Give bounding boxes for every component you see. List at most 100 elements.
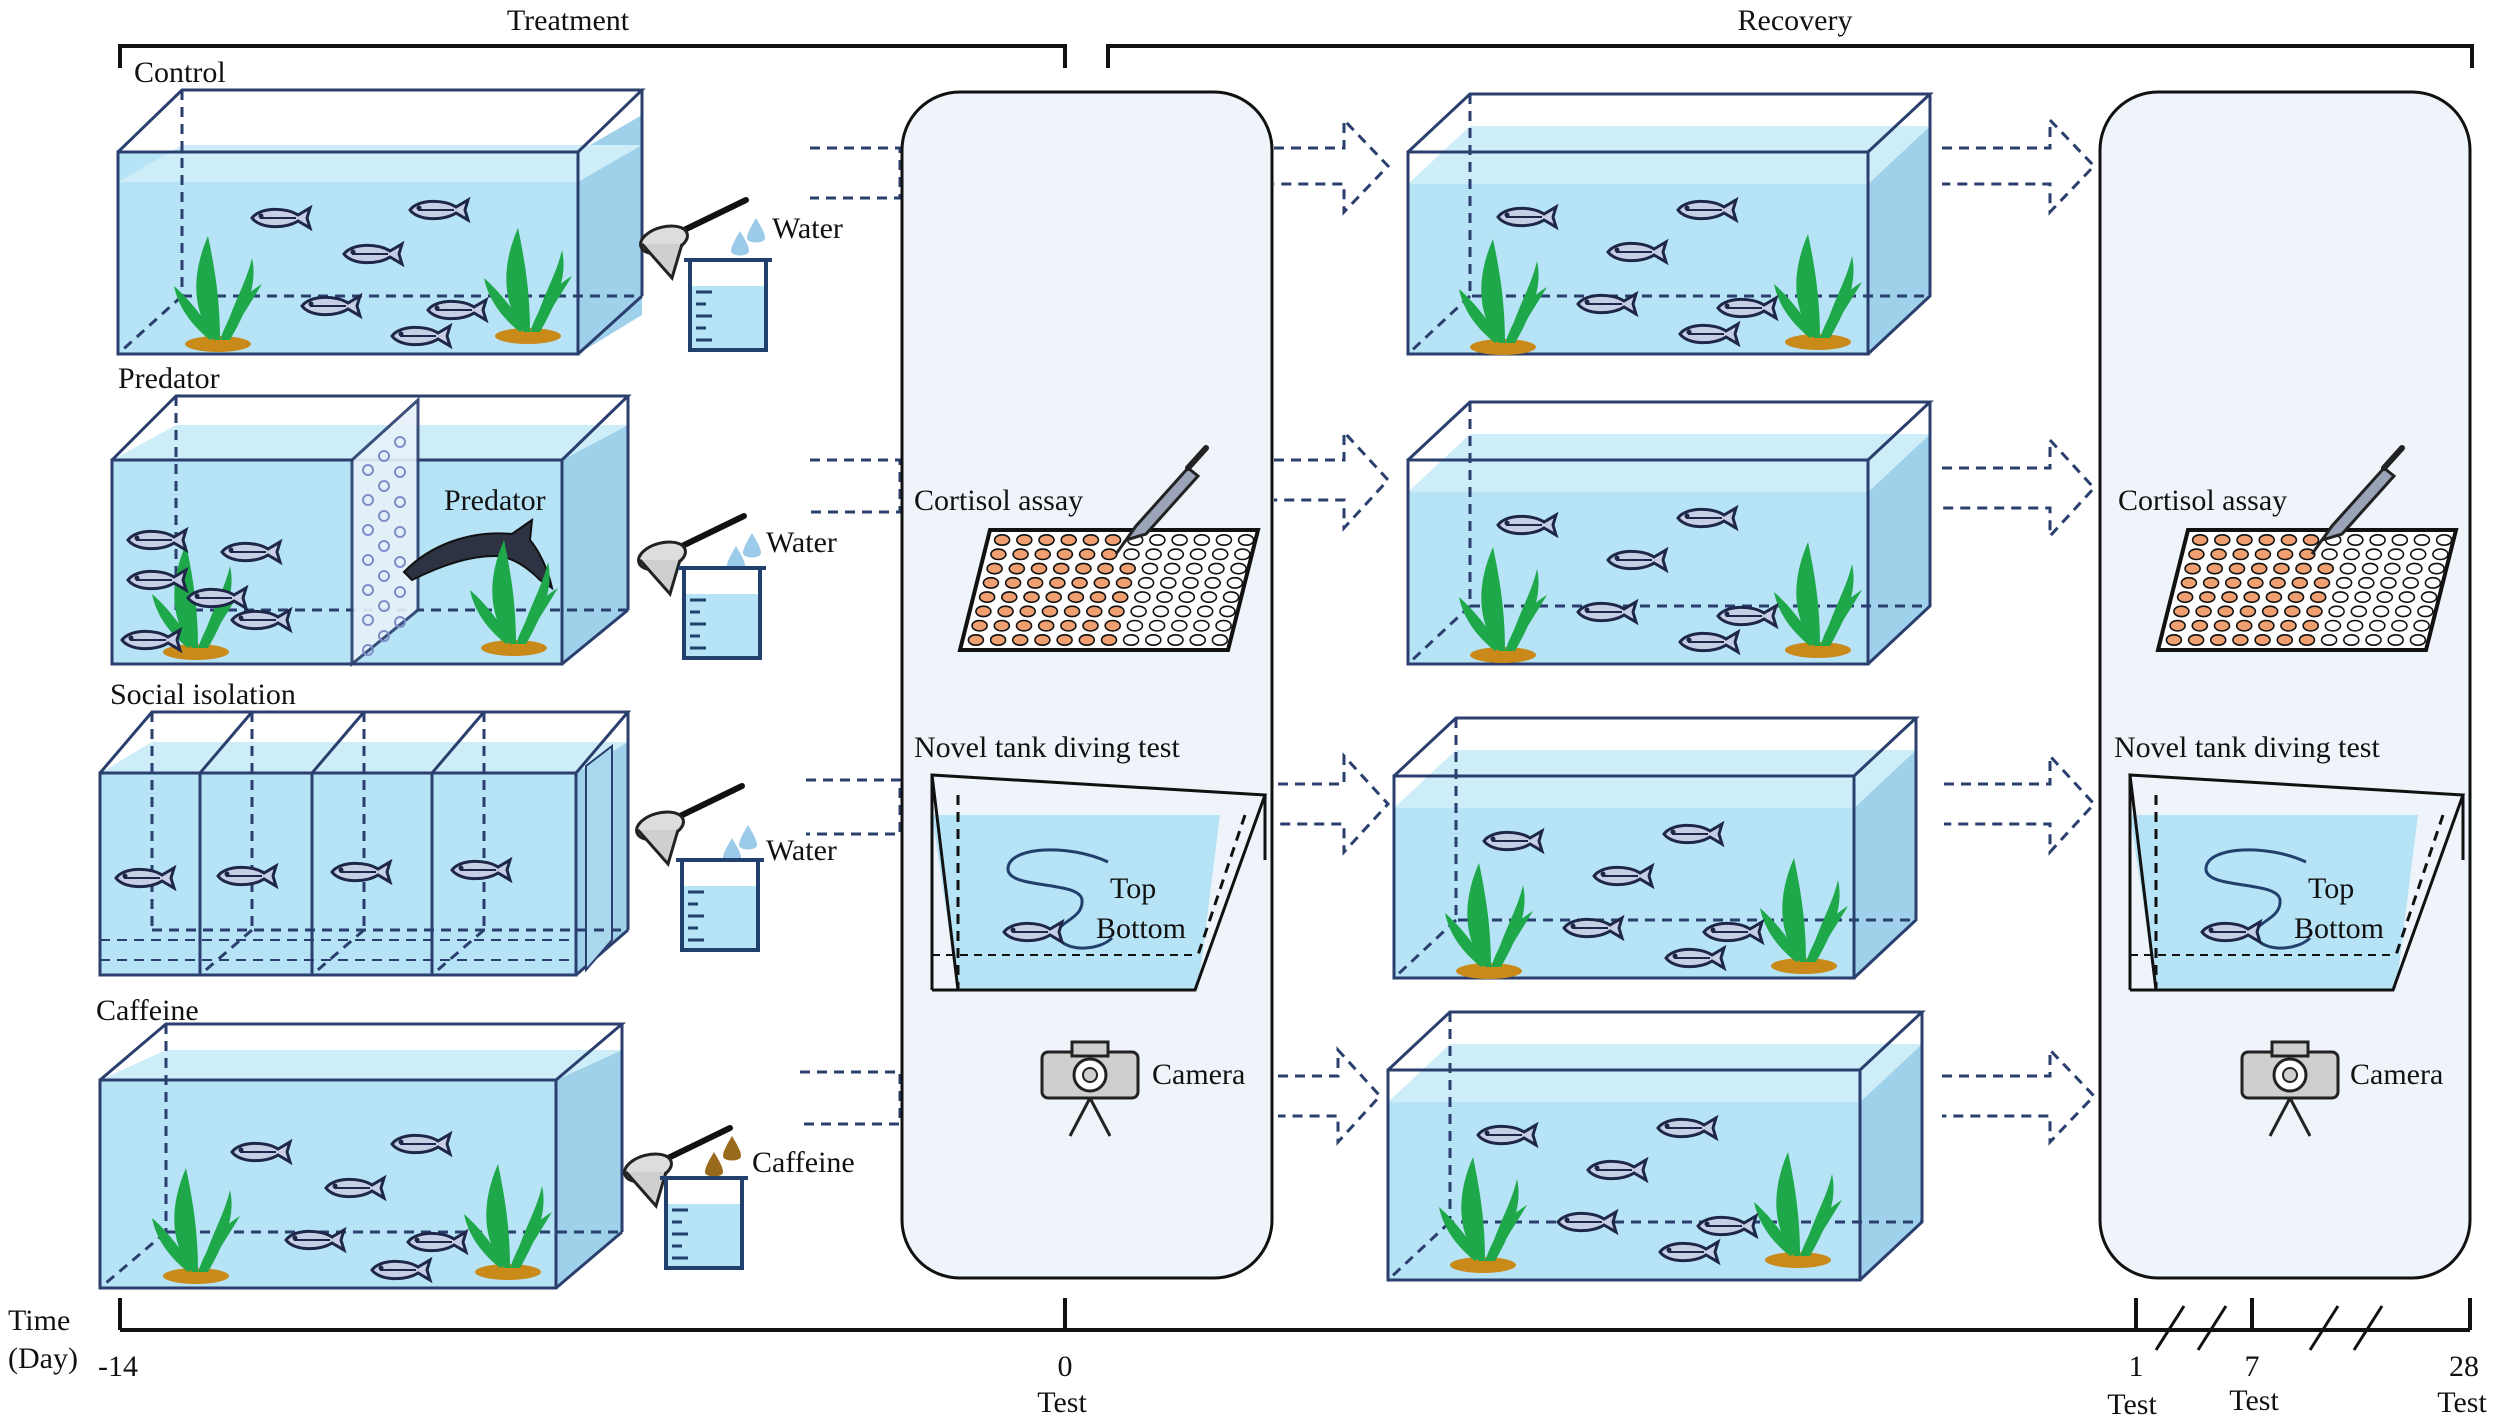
well-filled xyxy=(1104,619,1121,632)
well-filled xyxy=(2247,576,2264,589)
group-label-caffeine: Caffeine xyxy=(96,994,199,1027)
well-filled xyxy=(2239,605,2257,618)
liquid-label-caffeine: Caffeine xyxy=(752,1146,855,1179)
well-filled xyxy=(2298,633,2316,646)
recovery-tank-4 xyxy=(1386,1010,1926,1282)
recovery-tank-1 xyxy=(1406,92,1934,356)
well-filled xyxy=(2261,605,2279,618)
well-filled xyxy=(1071,576,1088,589)
well-empty xyxy=(1137,576,1155,589)
well-filled xyxy=(1052,562,1070,575)
well-filled xyxy=(2209,633,2227,646)
time-axis-label: Time xyxy=(8,1304,71,1337)
well-filled xyxy=(1078,633,1096,646)
well-filled xyxy=(2313,576,2331,589)
well-empty xyxy=(2376,591,2394,604)
well-filled xyxy=(2213,619,2231,632)
well-filled xyxy=(2276,548,2294,561)
well-empty xyxy=(1186,562,1203,575)
well-filled xyxy=(1075,562,1092,575)
well-empty xyxy=(2328,605,2345,618)
group-label-predator: Predator xyxy=(118,362,220,395)
well-filled xyxy=(2236,533,2253,546)
ntt-top-label-day0: Top xyxy=(1110,872,1157,905)
well-filled xyxy=(975,605,992,618)
well-filled xyxy=(2202,576,2220,589)
well-empty xyxy=(1149,533,1166,546)
recovery-bracket xyxy=(1106,44,2474,68)
well-empty xyxy=(2417,605,2434,618)
test-label-day7: Test xyxy=(2229,1384,2279,1417)
group-label-control: Control xyxy=(134,56,226,89)
day-label-1: 1 xyxy=(2128,1350,2144,1383)
well-filled xyxy=(967,633,985,646)
well-filled xyxy=(1086,605,1103,618)
well-filled xyxy=(1045,591,1062,604)
well-filled xyxy=(2302,619,2319,632)
well-filled xyxy=(1016,533,1033,546)
well-empty xyxy=(2391,619,2408,632)
well-empty xyxy=(1174,605,1192,618)
well-filled xyxy=(1023,591,1040,604)
assay-panel-day0 xyxy=(900,90,1274,1280)
ntt-top-label-day28: Top xyxy=(2308,872,2355,905)
well-empty xyxy=(2321,548,2338,561)
well-empty xyxy=(2435,533,2453,546)
well-filled xyxy=(1034,633,1051,646)
well-empty xyxy=(1160,576,1177,589)
well-empty xyxy=(1226,576,1244,589)
day-unit-label: (Day) xyxy=(8,1342,78,1375)
well-filled xyxy=(2309,591,2327,604)
well-filled xyxy=(2228,562,2246,575)
well-filled xyxy=(1034,548,1051,561)
well-filled xyxy=(1004,576,1022,589)
well-empty xyxy=(2339,562,2357,575)
test-label-day0: Test xyxy=(1037,1386,1087,1419)
tank-predator xyxy=(110,394,632,668)
well-empty xyxy=(1167,548,1185,561)
well-empty xyxy=(1189,548,1207,561)
well-empty xyxy=(1196,605,1214,618)
well-empty xyxy=(1126,619,1144,632)
well-empty xyxy=(2354,591,2371,604)
test-label-day1: Test xyxy=(2107,1388,2157,1421)
well-filled xyxy=(2295,562,2312,575)
tank-social-isolation xyxy=(98,710,632,977)
well-empty xyxy=(1178,591,1196,604)
water-drops-icon xyxy=(727,533,761,571)
well-filled xyxy=(1082,619,1099,632)
cortisol-assay-label-day28: Cortisol assay xyxy=(2118,484,2288,517)
well-empty xyxy=(1215,619,1232,632)
camera-label-day0: Camera xyxy=(1152,1058,1246,1091)
well-filled xyxy=(2265,591,2283,604)
well-filled xyxy=(2199,591,2216,604)
well-empty xyxy=(1148,619,1166,632)
well-empty xyxy=(2320,633,2338,646)
well-empty xyxy=(2409,548,2427,561)
well-empty xyxy=(1219,605,1236,618)
well-empty xyxy=(1122,633,1140,646)
well-filled xyxy=(1100,633,1118,646)
well-filled xyxy=(2176,591,2194,604)
well-filled xyxy=(2254,548,2272,561)
well-empty xyxy=(2391,533,2409,546)
well-empty xyxy=(1230,562,1247,575)
well-empty xyxy=(2387,633,2404,646)
well-filled xyxy=(2269,576,2286,589)
well-empty xyxy=(2406,562,2423,575)
well-empty xyxy=(1208,562,1225,575)
well-empty xyxy=(2347,533,2364,546)
well-filled xyxy=(2188,548,2205,561)
well-empty xyxy=(1182,576,1199,589)
well-filled xyxy=(2191,533,2209,546)
well-filled xyxy=(2191,619,2209,632)
well-empty xyxy=(2335,576,2353,589)
well-filled xyxy=(2273,562,2290,575)
beaker-icon xyxy=(676,566,768,660)
well-filled xyxy=(1060,533,1077,546)
dashed-arrows xyxy=(800,116,2097,1146)
well-filled xyxy=(2306,605,2323,618)
well-filled xyxy=(1119,562,1136,575)
day-label-0: 0 xyxy=(1057,1350,1073,1383)
phase-label-treatment: Treatment xyxy=(506,4,630,37)
